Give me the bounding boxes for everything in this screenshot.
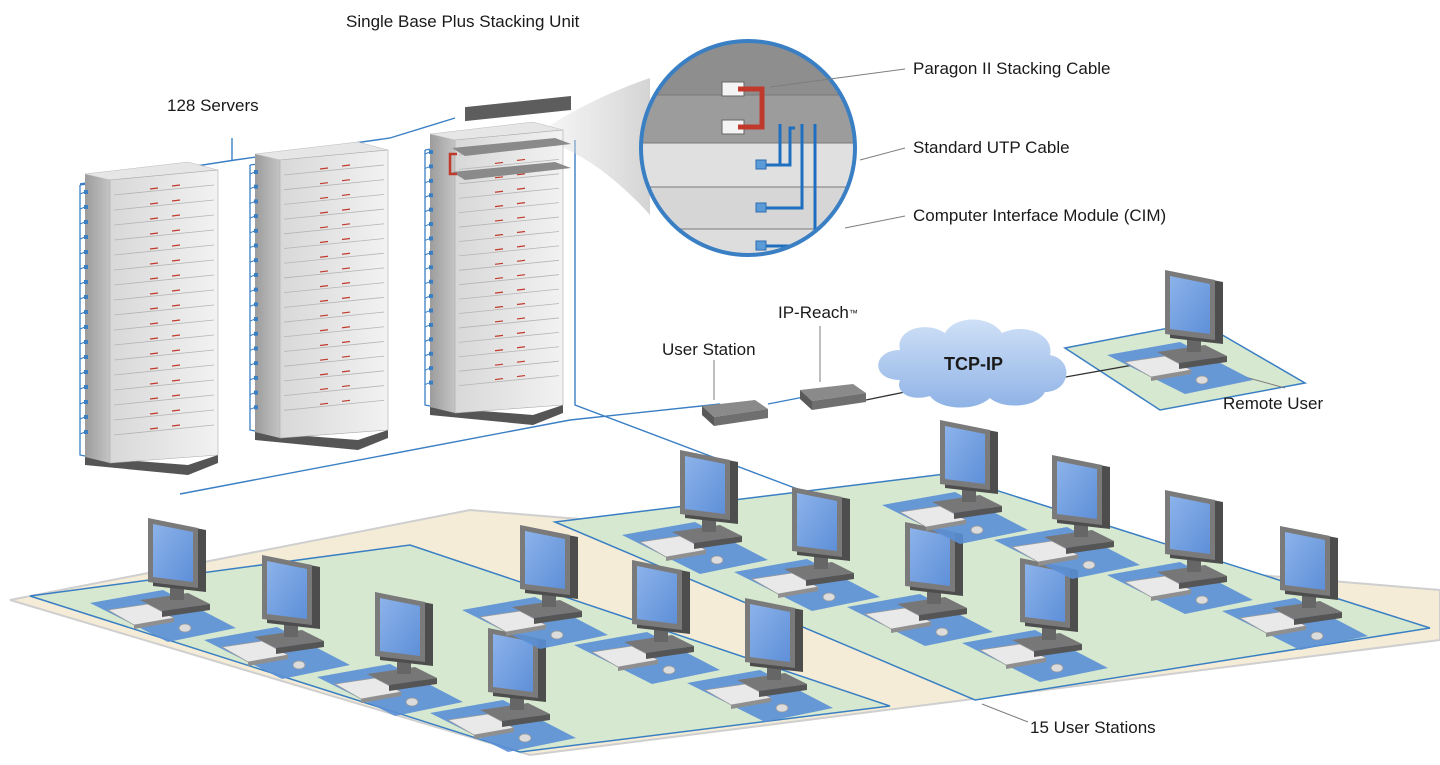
keyboard-icon [978, 643, 1048, 669]
workstation [90, 518, 236, 642]
zoom-beam [535, 78, 650, 215]
monitor-icon [262, 555, 320, 629]
ip-reach-unit-icon [800, 384, 866, 410]
mouse-icon [710, 555, 724, 565]
mouse-icon [970, 525, 984, 535]
ip-reach-trademark: ™ [848, 308, 858, 318]
server-rack-2 [249, 141, 389, 450]
monitor-icon [1165, 270, 1223, 344]
monitor-icon [1280, 526, 1338, 600]
remote-user-label: Remote User [1223, 394, 1324, 413]
mouse-icon [178, 623, 192, 633]
stacking-cable-label: Paragon II Stacking Cable [913, 59, 1111, 78]
monitor-icon [632, 560, 690, 634]
workstation [734, 487, 880, 611]
server-racks [79, 95, 571, 475]
mouse-icon [1195, 595, 1209, 605]
kvm-switch-icon [448, 95, 571, 180]
mouse-icon [1082, 560, 1096, 570]
mouse-icon [518, 733, 532, 743]
mouse-icon [550, 630, 564, 640]
monitor-icon [1052, 455, 1110, 529]
user-stations [90, 270, 1368, 752]
server-rack-1 [79, 161, 219, 475]
cloud-icon [878, 319, 1067, 408]
station-link-cable [179, 403, 721, 495]
keyboard-icon [106, 603, 176, 629]
monitor-icon [680, 450, 738, 524]
monitor-icon [940, 420, 998, 494]
keyboard-icon [638, 535, 708, 561]
keyboard-icon [1123, 575, 1193, 601]
workstation [430, 628, 576, 752]
utp-cable-label: Standard UTP Cable [913, 138, 1070, 157]
ip-reach-label: IP-Reach™ [778, 303, 858, 323]
workstation [1222, 526, 1368, 650]
workstation [1107, 490, 1253, 614]
keyboard-icon [220, 640, 290, 666]
keyboard-icon [750, 572, 820, 598]
workstation [574, 560, 720, 684]
keyboard-icon [590, 645, 660, 671]
mouse-icon [1195, 375, 1209, 385]
zoom-magnifier-icon [639, 39, 857, 257]
cim-label: Computer Interface Module (CIM) [913, 206, 1167, 225]
keyboard-icon [446, 713, 516, 739]
workstation [622, 450, 768, 574]
monitor-icon [1020, 558, 1078, 632]
tcp-ip-label: TCP-IP [944, 354, 1004, 374]
monitor-icon [148, 518, 206, 592]
workstation [462, 525, 608, 649]
ip-reach-tcp-cable [865, 391, 906, 401]
servers-label: 128 Servers [167, 96, 259, 115]
monitor-icon [905, 522, 963, 596]
monitor-icon [375, 592, 433, 666]
workstation [882, 420, 1028, 544]
keyboard-icon [1238, 611, 1308, 637]
workstation [317, 592, 463, 716]
mouse-icon [292, 660, 306, 670]
keyboard-icon [898, 505, 968, 531]
keyboard-icon [478, 610, 548, 636]
mouse-icon [822, 592, 836, 602]
station-uplink-cable [574, 140, 841, 506]
mouse-icon [662, 665, 676, 675]
mouse-icon [775, 703, 789, 713]
workstation [687, 598, 833, 722]
user-station-label: User Station [662, 340, 756, 359]
workstation [962, 558, 1108, 682]
callout-lines [713, 68, 1286, 723]
mouse-icon [405, 697, 419, 707]
keyboard-icon [863, 607, 933, 633]
keyboard-icon [1123, 355, 1193, 381]
remote-workstation [1107, 270, 1253, 394]
ip-reach-text: IP-Reach [778, 303, 849, 322]
keyboard-icon [333, 677, 403, 703]
stacking-unit-label: Single Base Plus Stacking Unit [346, 12, 580, 31]
user-station-unit-icon [702, 400, 768, 426]
stacking-cable-zoom [738, 86, 765, 130]
server-rack-3 [424, 95, 571, 425]
monitor-icon [488, 628, 546, 702]
keyboard-icon [703, 683, 773, 709]
user-stations-label: 15 User Stations [1030, 718, 1156, 737]
monitor-icon [520, 525, 578, 599]
workstation [204, 555, 350, 679]
monitor-icon [1165, 490, 1223, 564]
mouse-icon [1310, 631, 1324, 641]
mouse-icon [1050, 663, 1064, 673]
monitor-icon [745, 598, 803, 672]
monitor-icon [792, 487, 850, 561]
keyboard-icon [1010, 540, 1080, 566]
workstation [847, 522, 993, 646]
mouse-icon [935, 627, 949, 637]
workstation [994, 455, 1140, 579]
